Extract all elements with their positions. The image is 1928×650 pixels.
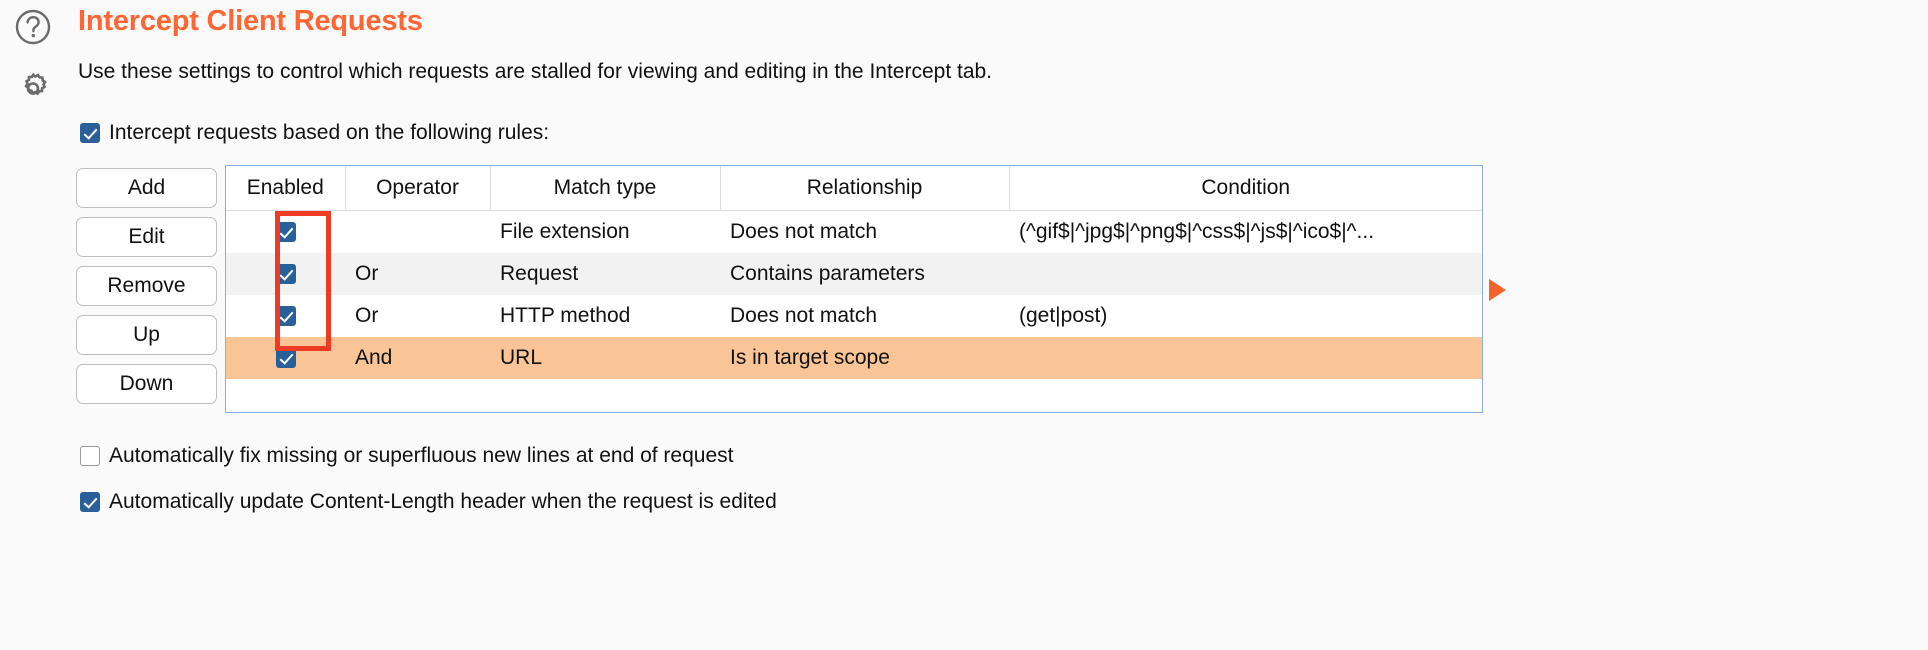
- row-condition-cell: (get|post): [1019, 304, 1108, 327]
- page-title: Intercept Client Requests: [78, 5, 423, 37]
- row-enabled-checkbox[interactable]: [275, 306, 296, 327]
- row-enabled-cell[interactable]: [226, 211, 345, 254]
- row-condition-cell: [1009, 337, 1482, 379]
- add-button[interactable]: Add: [76, 168, 217, 208]
- table-row[interactable]: Or Request Contains parameters: [226, 253, 1482, 295]
- row-enabled-cell[interactable]: [226, 253, 345, 295]
- row-relationship-cell: Does not match: [730, 304, 878, 327]
- rule-action-buttons: Add Edit Remove Up Down: [76, 168, 217, 404]
- row-match-type-cell: File extension: [500, 220, 630, 243]
- help-circle-icon[interactable]: [14, 8, 66, 51]
- row-operator-cell: Or: [345, 253, 490, 295]
- auto-fix-newlines-checkbox[interactable]: [80, 446, 100, 466]
- row-enabled-checkbox[interactable]: [275, 264, 296, 285]
- page-description: Use these settings to control which requ…: [78, 60, 993, 83]
- row-enabled-checkbox[interactable]: [275, 348, 296, 369]
- icon-rail: [14, 6, 66, 112]
- intercept-rules-checkbox[interactable]: [80, 123, 100, 143]
- row-match-type-cell: URL: [490, 337, 720, 379]
- row-operator-cell: Or: [355, 304, 379, 327]
- row-pointer-triangle-icon: [1489, 279, 1506, 301]
- auto-fix-newlines-option[interactable]: Automatically fix missing or superfluous…: [80, 444, 733, 468]
- auto-fix-newlines-label: Automatically fix missing or superfluous…: [109, 444, 734, 467]
- column-header-operator[interactable]: Operator: [345, 166, 491, 211]
- gear-icon[interactable]: [14, 69, 66, 112]
- column-header-match-type[interactable]: Match type: [490, 166, 721, 211]
- row-enabled-cell[interactable]: [226, 295, 345, 337]
- row-relationship-cell: Is in target scope: [720, 337, 1009, 379]
- intercept-rules-toggle[interactable]: Intercept requests based on the followin…: [80, 121, 549, 145]
- intercept-rules-table: Enabled Operator Match type Relationship…: [225, 165, 1483, 413]
- table-row[interactable]: Or HTTP method Does not match (get|post): [226, 295, 1482, 337]
- row-match-type-cell: Request: [490, 253, 720, 295]
- row-condition-cell: (^gif$|^jpg$|^png$|^css$|^js$|^ico$|^...: [1019, 220, 1375, 243]
- table-row[interactable]: File extension Does not match (^gif$|^jp…: [226, 211, 1482, 254]
- auto-update-content-length-option[interactable]: Automatically update Content-Length head…: [80, 490, 777, 514]
- edit-button[interactable]: Edit: [76, 217, 217, 257]
- column-header-enabled[interactable]: Enabled: [226, 166, 346, 211]
- column-header-condition[interactable]: Condition: [1009, 166, 1482, 211]
- column-header-relationship[interactable]: Relationship: [720, 166, 1010, 211]
- row-operator-cell: And: [345, 337, 490, 379]
- row-operator-cell: [345, 211, 490, 254]
- remove-button[interactable]: Remove: [76, 266, 217, 306]
- auto-update-content-length-label: Automatically update Content-Length head…: [109, 490, 777, 513]
- down-button[interactable]: Down: [76, 364, 217, 404]
- row-relationship-cell: Does not match: [730, 220, 878, 243]
- intercept-rules-label: Intercept requests based on the followin…: [109, 121, 550, 144]
- table-header-row: Enabled Operator Match type Relationship…: [226, 166, 1482, 211]
- row-enabled-cell[interactable]: [226, 337, 345, 379]
- row-relationship-cell: Contains parameters: [720, 253, 1009, 295]
- row-match-type-cell: HTTP method: [500, 304, 631, 327]
- table-empty-area: [226, 379, 1482, 412]
- up-button[interactable]: Up: [76, 315, 217, 355]
- row-condition-cell: [1009, 253, 1482, 295]
- table-filler-cell: [226, 379, 1482, 412]
- auto-update-content-length-checkbox[interactable]: [80, 492, 100, 512]
- row-enabled-checkbox[interactable]: [275, 222, 296, 243]
- table-row[interactable]: And URL Is in target scope: [226, 337, 1482, 379]
